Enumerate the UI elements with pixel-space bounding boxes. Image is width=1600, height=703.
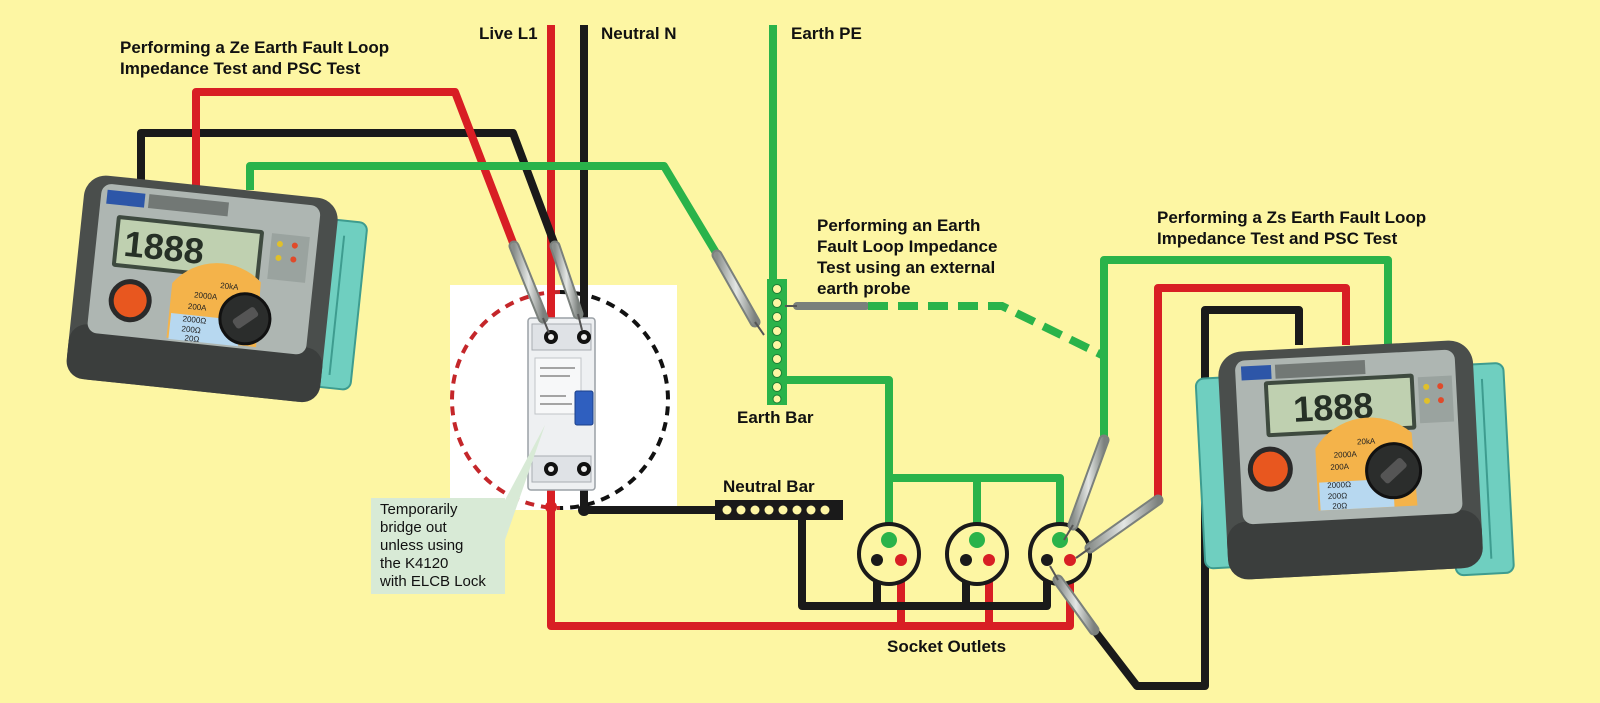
dashed-circle-neutral (559, 290, 670, 510)
probe-live-l1 (508, 240, 550, 334)
right-tester-live-lead (1154, 284, 1350, 500)
tester-left: 1888 20kA 2000A 200A 2000Ω 200Ω 20Ω (66, 175, 368, 403)
neutral-bar (715, 500, 843, 520)
label-ze-test: Performing a Ze Earth Fault Loop Impedan… (120, 38, 390, 78)
label-neutral-bar: Neutral Bar (723, 477, 815, 496)
rcd-device (527, 317, 596, 491)
probe-neutral-n (549, 240, 584, 331)
right-tester-dial-label: 2000Ω (1327, 480, 1351, 490)
label-probe-test: Performing an Earth Fault Loop Impedance… (817, 216, 998, 298)
left-tester-test-button (108, 279, 152, 323)
bridge-out-note: Temporarily bridge out unless using the … (371, 498, 505, 594)
left-tester-dial-label: 20kA (220, 281, 240, 292)
left-tester-lcd-digits: 1888 (122, 223, 206, 272)
label-neutral-n: Neutral N (601, 24, 677, 43)
right-tester-dial-label: 200Ω (1328, 491, 1348, 501)
bridge-note-pointer (505, 425, 545, 540)
label-zs-test: Performing a Zs Earth Fault Loop Impedan… (1157, 208, 1427, 248)
external-probe-lead-dashed (868, 302, 1106, 360)
right-tester-dial-label: 200A (1330, 462, 1350, 472)
probe-socket-live (1075, 494, 1164, 559)
label-earth-pe: Earth PE (791, 24, 862, 43)
tester-right: 1888 20kA 2000A 200A 2000Ω 200Ω 20Ω (1194, 340, 1515, 580)
probe-socket-neutral (1049, 565, 1100, 636)
right-tester-test-button (1247, 446, 1293, 492)
socket-outlet-2 (945, 522, 1009, 586)
right-tester-dial-label: 20kA (1357, 437, 1376, 447)
right-tester-dial-label: 2000A (1333, 450, 1357, 460)
socket-outlet-3 (1028, 522, 1092, 586)
left-tester-neutral-lead (137, 129, 560, 250)
left-tester-dial-label: 2000Ω (182, 314, 207, 325)
probe-earth-bar (711, 249, 765, 336)
left-tester-dial-label: 2000A (194, 290, 219, 301)
left-tester-dial-label: 200A (187, 302, 207, 313)
label-live-l1: Live L1 (479, 24, 538, 43)
label-earth-bar: Earth Bar (737, 408, 814, 427)
left-tester-earth-lead (246, 162, 722, 259)
earth-bar (767, 279, 787, 405)
right-tester-earth-lead (1100, 256, 1392, 440)
left-tester-dial-label: 200Ω (181, 324, 201, 335)
neutral-distribution-wire (798, 510, 1051, 610)
probe-socket-earth (1063, 434, 1110, 541)
left-tester-dial-label: 20Ω (184, 334, 200, 345)
label-socket-outlets: Socket Outlets (887, 637, 1007, 656)
socket-outlet-1 (857, 522, 921, 586)
right-tester-dial-label: 20Ω (1332, 501, 1347, 511)
